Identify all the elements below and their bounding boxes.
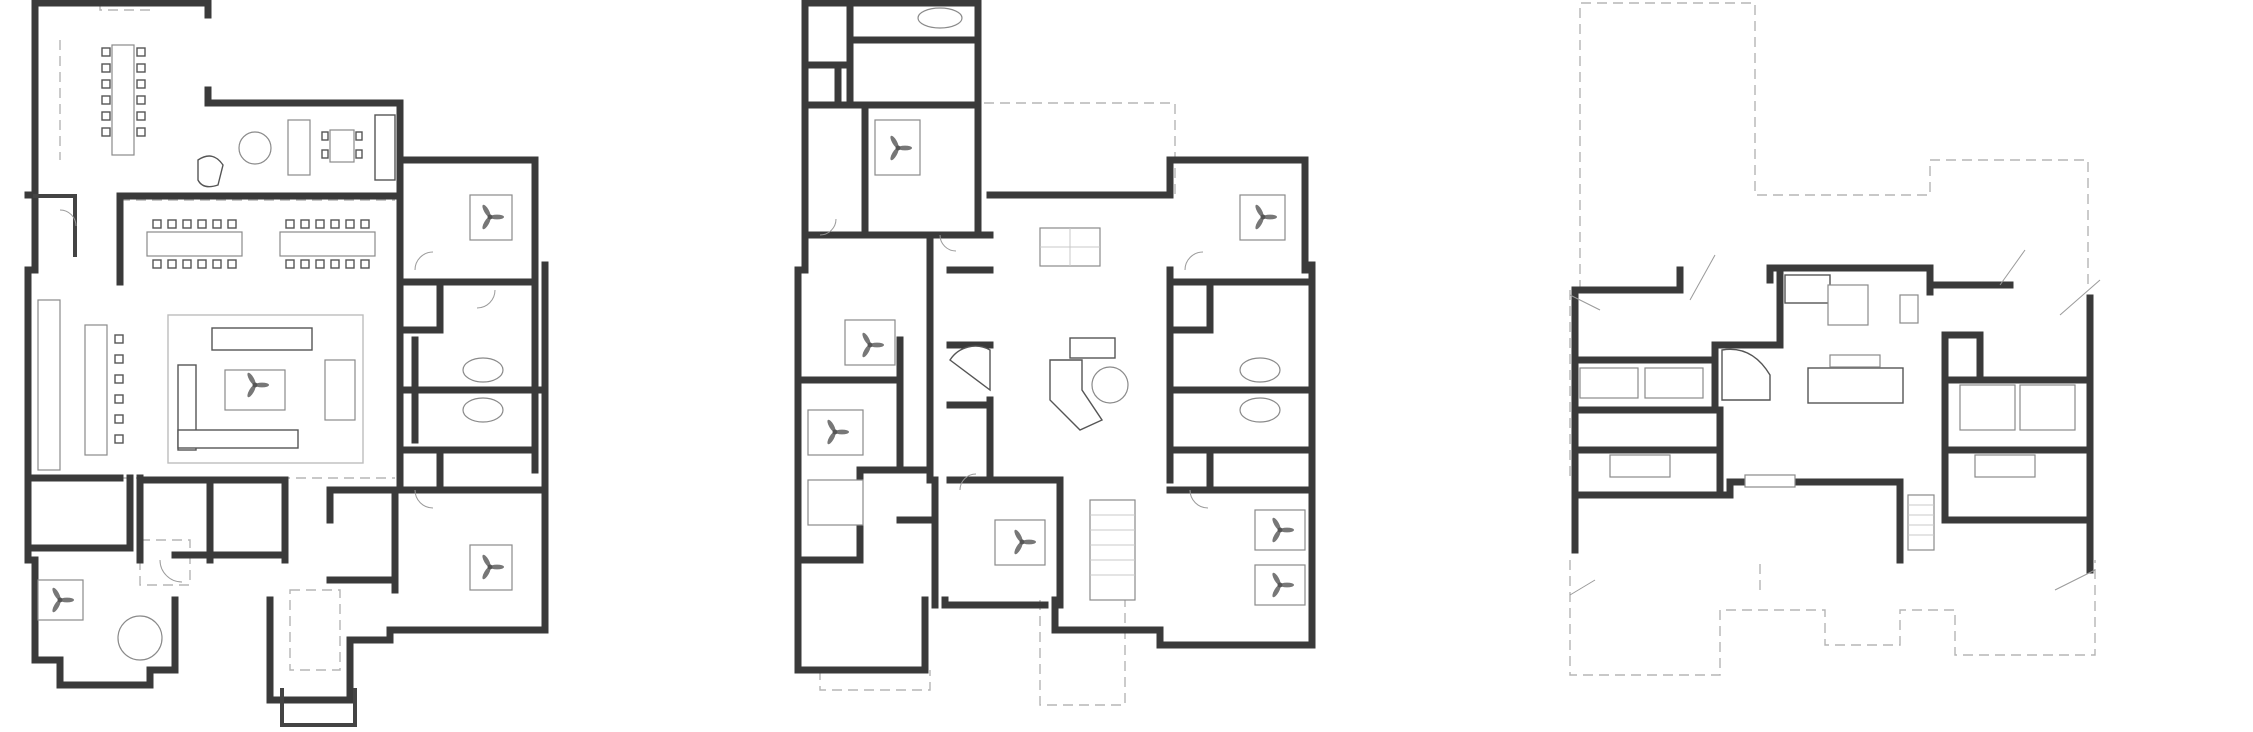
ottoman bbox=[324, 359, 356, 421]
ceiling-fan-icon bbox=[52, 587, 74, 613]
ceiling-fan-icon bbox=[827, 419, 849, 445]
dining-table-icon bbox=[101, 44, 146, 156]
ceiling-fan-icon bbox=[482, 204, 504, 230]
spiral-stair-icon bbox=[1721, 348, 1771, 401]
interior-walls bbox=[801, 0, 1316, 609]
ceiling-fan-icon bbox=[1272, 572, 1294, 598]
dining-chair bbox=[315, 259, 325, 269]
bistro-table-icon bbox=[321, 129, 363, 163]
dashed-overhang-lines bbox=[819, 102, 1176, 706]
bathtub-icon bbox=[917, 7, 963, 29]
bunk-bed-icon bbox=[1579, 367, 1639, 399]
bed-icon bbox=[807, 479, 864, 526]
ceiling-fan-icon bbox=[482, 554, 504, 580]
built-in-bench bbox=[1744, 474, 1796, 488]
interior-walls bbox=[31, 192, 549, 594]
coffee-table bbox=[1827, 284, 1869, 326]
sofa-icon bbox=[1784, 274, 1831, 304]
dining-chair bbox=[330, 259, 340, 269]
ceiling-fans bbox=[52, 135, 1294, 613]
vanity-counter bbox=[1609, 454, 1671, 478]
dining-chair bbox=[227, 219, 237, 229]
dining-chair bbox=[212, 259, 222, 269]
dining-table-icon bbox=[146, 231, 376, 257]
sofa-icon bbox=[211, 327, 313, 351]
spiral-stair-icon bbox=[949, 345, 991, 392]
main-level-plan bbox=[24, 0, 549, 727]
dining-chair bbox=[285, 259, 295, 269]
console-table bbox=[287, 119, 311, 176]
bathtub-icon bbox=[1239, 357, 1281, 383]
round-rug bbox=[238, 131, 272, 165]
bunk-bed-icon bbox=[2019, 384, 2076, 431]
dining-chair bbox=[182, 259, 192, 269]
sofa-icon bbox=[177, 429, 299, 449]
bistro-table-icon bbox=[1899, 294, 1919, 324]
dining-chair bbox=[167, 219, 177, 229]
kitchen-counter bbox=[37, 299, 61, 471]
stair-icon bbox=[1089, 499, 1136, 601]
area-rug bbox=[167, 314, 364, 464]
loft-level-plan bbox=[1569, 2, 2101, 676]
dining-chair bbox=[285, 219, 295, 229]
round-rug bbox=[1091, 366, 1129, 404]
dining-chair bbox=[345, 259, 355, 269]
lounge-chair-icon bbox=[197, 155, 224, 188]
dining-chair bbox=[315, 219, 325, 229]
dining-chair bbox=[300, 259, 310, 269]
bar-counter bbox=[1829, 354, 1881, 368]
exterior-walls bbox=[24, 0, 549, 727]
bunk-bed-icon bbox=[1959, 384, 2016, 431]
bar-stools bbox=[114, 334, 124, 444]
bathtub-icon bbox=[462, 397, 504, 423]
stair-icon bbox=[1907, 494, 1935, 551]
bunk-bed-icon bbox=[1644, 367, 1704, 399]
ceiling-fan-icon bbox=[247, 372, 269, 398]
dining-chair bbox=[197, 219, 207, 229]
dining-chair bbox=[212, 219, 222, 229]
dining-chairs bbox=[152, 219, 370, 269]
dining-chair bbox=[197, 259, 207, 269]
sofa-icon bbox=[374, 114, 396, 181]
round-rug bbox=[117, 615, 163, 661]
dining-chair bbox=[360, 259, 370, 269]
ceiling-fan-icon bbox=[890, 135, 912, 161]
door-swing-icon bbox=[819, 218, 1209, 509]
roof-ridge-ticks bbox=[1569, 249, 2101, 596]
exterior-walls bbox=[794, 0, 1316, 674]
dining-chair bbox=[167, 259, 177, 269]
dining-chair bbox=[330, 219, 340, 229]
sofa-icon bbox=[1069, 337, 1116, 359]
dining-chair bbox=[152, 259, 162, 269]
dining-chair bbox=[227, 259, 237, 269]
interior-walls bbox=[1571, 264, 2094, 524]
bathtub-icon bbox=[1239, 397, 1281, 423]
ceiling-fan-icon bbox=[1014, 529, 1036, 555]
vanity-counter bbox=[1974, 454, 2036, 478]
coffee-table bbox=[224, 369, 286, 411]
dining-chair bbox=[300, 219, 310, 229]
ceiling-fan-icon bbox=[1272, 517, 1294, 543]
kitchen-island bbox=[84, 324, 108, 456]
sofa-icon bbox=[1807, 367, 1904, 404]
dashed-roof-outline bbox=[1569, 2, 2096, 676]
exterior-walls bbox=[1571, 264, 2094, 574]
dining-chair bbox=[182, 219, 192, 229]
ceiling-fan-icon bbox=[1255, 204, 1277, 230]
dining-chair bbox=[152, 219, 162, 229]
dining-chair bbox=[345, 219, 355, 229]
door-swing-icon bbox=[59, 209, 496, 583]
upper-level-plan bbox=[794, 0, 1316, 706]
sectional-sofa-icon bbox=[1049, 359, 1104, 431]
ceiling-fan-icon bbox=[862, 332, 884, 358]
dining-chair bbox=[360, 219, 370, 229]
bathtub-icon bbox=[462, 357, 504, 383]
sofa-icon bbox=[177, 364, 197, 451]
